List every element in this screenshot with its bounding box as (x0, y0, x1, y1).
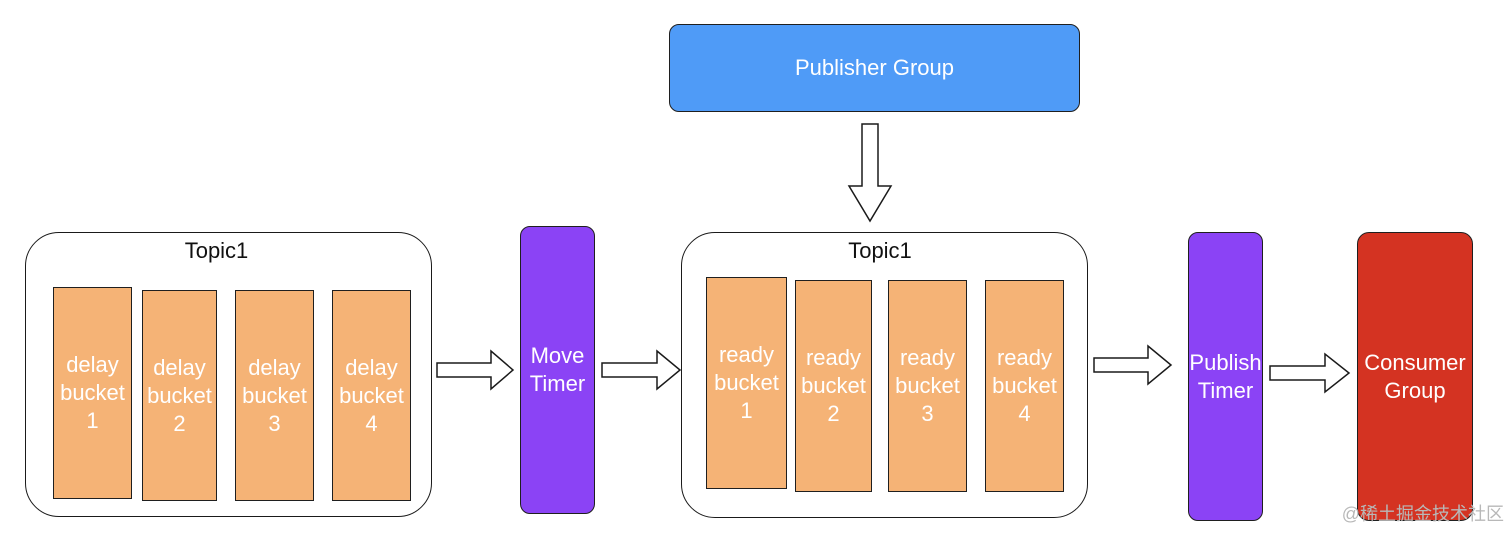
arrow-delay-topic-to-move-timer (436, 349, 515, 391)
ready-topic-title: Topic1 (848, 238, 912, 263)
delay-bucket-2-line3: 2 (173, 410, 186, 436)
consumer-group-line2: Group (1384, 377, 1446, 403)
delay-bucket-1[interactable]: delay bucket 1 (53, 287, 132, 499)
delay-bucket-4-line1: delay (345, 354, 398, 380)
ready-bucket-3-line3: 3 (921, 401, 934, 426)
publish-timer-line2: Timer (1197, 377, 1254, 403)
delay-bucket-1-line3: 1 (86, 408, 99, 433)
watermark-text: @稀土掘金技术社区 (1341, 504, 1504, 524)
arrow-ready-topic-to-publish-timer (1093, 344, 1173, 386)
delay-bucket-1-line1: delay (66, 352, 119, 377)
ready-bucket-1[interactable]: ready bucket 1 (706, 277, 787, 489)
ready-bucket-4-line1: ready (996, 345, 1053, 370)
delay-bucket-1-line2: bucket (60, 380, 125, 405)
delay-bucket-3-line2: bucket (242, 382, 307, 408)
delay-bucket-3-line1: delay (248, 354, 301, 380)
ready-bucket-2-line3: 2 (827, 401, 840, 426)
ready-bucket-2-line1: ready (805, 345, 862, 370)
ready-bucket-4-line2: bucket (992, 373, 1057, 398)
delay-bucket-3-line3: 3 (268, 410, 281, 436)
delay-bucket-2-line2: bucket (147, 382, 212, 408)
ready-bucket-4-line3: 4 (1018, 401, 1031, 426)
delay-bucket-4-line2: bucket (339, 382, 404, 408)
arrow-move-timer-to-ready-topic (601, 349, 682, 391)
publish-timer-line1: Publish (1189, 349, 1262, 375)
ready-bucket-2-line2: bucket (801, 373, 866, 398)
ready-bucket-4[interactable]: ready bucket 4 (985, 280, 1064, 492)
ready-bucket-3-line2: bucket (895, 373, 960, 398)
delay-bucket-4-line3: 4 (365, 410, 378, 436)
move-timer-line2: Timer (529, 371, 586, 396)
arrow-publisher-to-ready-topic (847, 123, 893, 223)
consumer-group-line1: Consumer (1364, 349, 1466, 375)
ready-bucket-3[interactable]: ready bucket 3 (888, 280, 967, 492)
arrow-publish-timer-to-consumer (1269, 352, 1351, 394)
move-timer-line1: Move (530, 343, 585, 368)
ready-bucket-3-line1: ready (899, 345, 956, 370)
publisher-group-node[interactable]: Publisher Group (669, 24, 1080, 112)
delay-bucket-2-line1: delay (153, 354, 206, 380)
ready-bucket-1-line3: 1 (740, 398, 753, 423)
ready-bucket-2[interactable]: ready bucket 2 (795, 280, 872, 492)
delay-topic-title: Topic1 (184, 238, 249, 263)
ready-bucket-1-line2: bucket (714, 370, 779, 395)
ready-bucket-1-line1: ready (718, 342, 775, 367)
publisher-group-label: Publisher Group (795, 55, 954, 80)
